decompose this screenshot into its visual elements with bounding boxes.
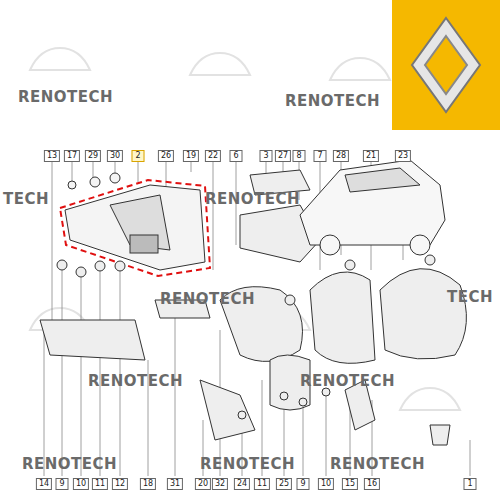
watermark: RENOTECH — [18, 88, 113, 106]
callout-number: 17 — [64, 150, 80, 162]
callout-number: 1 — [464, 478, 477, 490]
watermark: TECH — [447, 288, 493, 306]
callout-number: 7 — [314, 150, 327, 162]
callout-number: 19 — [183, 150, 199, 162]
callout-number: 26 — [158, 150, 174, 162]
watermark: RENOTECH — [205, 190, 300, 208]
callout-number: 32 — [212, 478, 228, 490]
callout-number: 10 — [73, 478, 89, 490]
watermark: TECH — [3, 190, 49, 208]
watermark: RENOTECH — [22, 455, 117, 473]
callout-number: 3 — [260, 150, 273, 162]
callout-number: 20 — [195, 478, 211, 490]
car-outline — [300, 160, 445, 255]
callout-number: 14 — [36, 478, 52, 490]
watermark: RENOTECH — [200, 455, 295, 473]
callout-number: 30 — [107, 150, 123, 162]
callout-number: 10 — [318, 478, 334, 490]
callout-number: 16 — [364, 478, 380, 490]
callout-number: 9 — [56, 478, 69, 490]
watermark: RENOTECH — [285, 92, 380, 110]
callout-number: 31 — [167, 478, 183, 490]
watermark: RENOTECH — [300, 372, 395, 390]
callout-number: 18 — [140, 478, 156, 490]
callout-number: 9 — [297, 478, 310, 490]
renault-logo — [412, 18, 480, 112]
logo-ground — [392, 0, 500, 130]
watermark: RENOTECH — [88, 372, 183, 390]
callout-number: 29 — [85, 150, 101, 162]
callout-number: 15 — [342, 478, 358, 490]
watermark: RENOTECH — [160, 290, 255, 308]
callout-number: 22 — [205, 150, 221, 162]
highlight-outline — [60, 180, 210, 276]
callout-number: 11 — [254, 478, 270, 490]
callout-number: 13 — [44, 150, 60, 162]
callout-number: 12 — [112, 478, 128, 490]
callout-number: 23 — [395, 150, 411, 162]
watermark: RENOTECH — [330, 455, 425, 473]
callout-number: 6 — [230, 150, 243, 162]
callout-number: 25 — [276, 478, 292, 490]
rear-lamp-left — [65, 173, 205, 270]
callout-number: 28 — [333, 150, 349, 162]
callout-number: 11 — [92, 478, 108, 490]
callout-number: 2 — [132, 150, 145, 162]
callout-number: 8 — [293, 150, 306, 162]
callout-number: 27 — [275, 150, 291, 162]
callout-number: 24 — [234, 478, 250, 490]
callout-number: 21 — [363, 150, 379, 162]
